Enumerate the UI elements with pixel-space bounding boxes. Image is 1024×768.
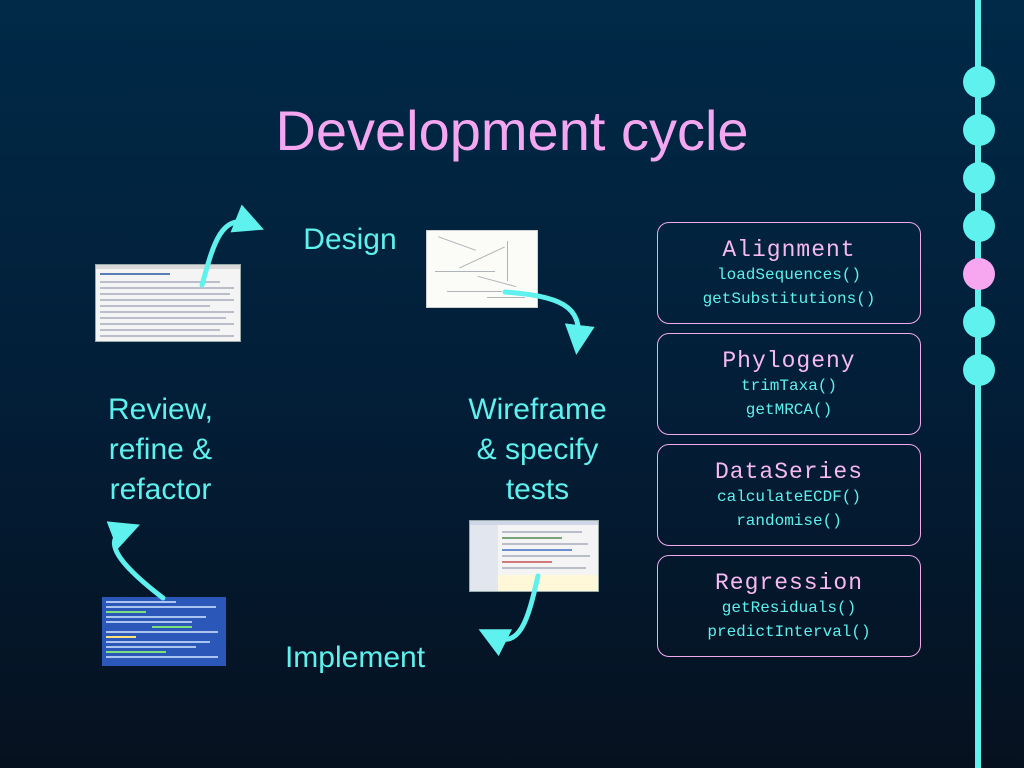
issue-tracker-screenshot	[95, 264, 241, 342]
method-name: loadSequences()	[716, 266, 862, 284]
progress-step[interactable]	[963, 162, 995, 194]
progress-step[interactable]	[963, 306, 995, 338]
stage-wireframe-line-3: tests	[505, 473, 570, 506]
class-name: Phylogeny	[722, 348, 856, 374]
stage-design: Design	[303, 223, 397, 256]
method-name: getResiduals()	[721, 599, 857, 617]
class-card-dataseries: DataSeries calculateECDF() randomise()	[657, 444, 921, 546]
class-card-regression: Regression getResiduals() predictInterva…	[657, 555, 921, 657]
method-name: randomise()	[736, 512, 842, 530]
progress-step[interactable]	[963, 354, 995, 386]
stage-wireframe-line-1: Wireframe	[468, 393, 607, 426]
class-name: Regression	[714, 570, 864, 596]
curved-arrow-icon	[502, 289, 595, 355]
stage-review-line-3: refactor	[109, 473, 212, 506]
progress-step[interactable]	[963, 210, 995, 242]
progress-step[interactable]	[963, 114, 995, 146]
class-card-phylogeny: Phylogeny trimTaxa() getMRCA()	[657, 333, 921, 435]
method-name: getSubstitutions()	[702, 290, 876, 308]
stage-implement: Implement	[284, 641, 426, 674]
class-name: Alignment	[722, 237, 856, 263]
progress-step-current[interactable]	[963, 258, 995, 290]
curved-arrow-icon	[106, 521, 166, 601]
curved-arrow-icon	[199, 204, 264, 288]
stage-review-line-1: Review,	[107, 393, 214, 426]
method-name: predictInterval()	[707, 623, 871, 641]
stage-review-line-2: refine &	[108, 433, 213, 466]
stage-wireframe: Wireframe & specify tests	[450, 390, 625, 510]
class-card-alignment: Alignment loadSequences() getSubstitutio…	[657, 222, 921, 324]
stage-review: Review, refine & refactor	[78, 390, 243, 510]
progress-step[interactable]	[963, 66, 995, 98]
stage-wireframe-line-2: & specify	[476, 433, 599, 466]
curved-arrow-icon	[478, 573, 541, 657]
method-name: calculateECDF()	[716, 488, 862, 506]
slide-title: Development cycle	[275, 99, 749, 162]
method-name: trimTaxa()	[740, 377, 837, 395]
terminal-screenshot	[102, 597, 226, 666]
method-name: getMRCA()	[745, 401, 833, 419]
class-name: DataSeries	[714, 459, 864, 485]
